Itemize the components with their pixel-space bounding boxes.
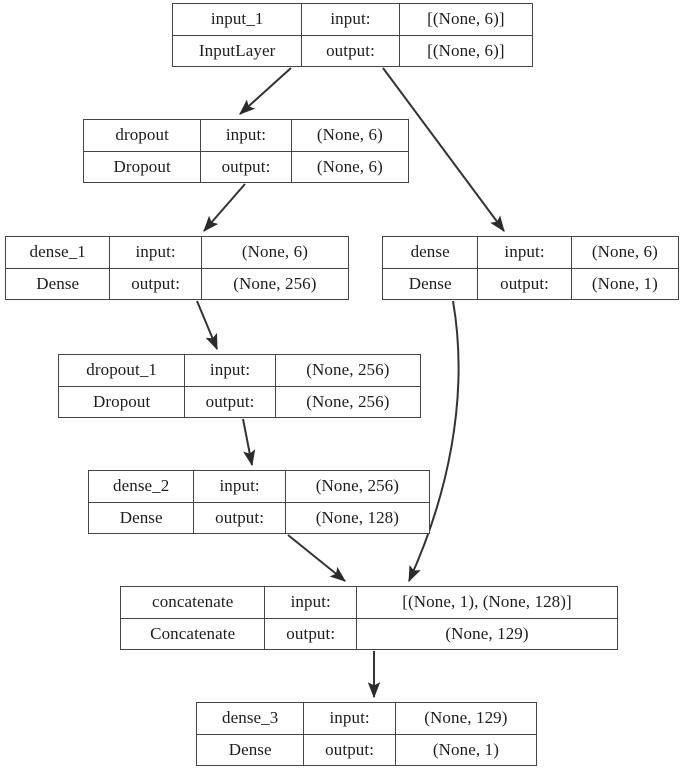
layer-class: InputLayer bbox=[173, 35, 303, 66]
layer-name: dense_3 bbox=[197, 703, 305, 734]
edge-dropout_1-to-dense_2 bbox=[242, 418, 256, 467]
input-label: input: bbox=[304, 703, 396, 734]
output-shape: (None, 129) bbox=[445, 623, 529, 643]
input-shape: (None, 129) bbox=[424, 708, 508, 728]
output-label: output: bbox=[265, 618, 358, 649]
output-shape: (None, 1) bbox=[432, 739, 499, 759]
input-shape: (None, 6) bbox=[241, 242, 308, 262]
output-shape: (None, 128) bbox=[315, 507, 400, 527]
input-label: input: bbox=[302, 4, 400, 35]
output-label: output: bbox=[185, 386, 276, 417]
layer-name: concatenate bbox=[121, 587, 266, 618]
layer-class: Concatenate bbox=[121, 618, 266, 649]
output-label: output: bbox=[302, 35, 400, 66]
input-shape: (None, 6) bbox=[316, 125, 383, 145]
output-label: output: bbox=[194, 502, 286, 533]
layer-class: Dense bbox=[89, 502, 195, 533]
edge-dense_1-to-dropout_1 bbox=[196, 300, 218, 351]
output-label: output: bbox=[110, 268, 202, 299]
output-shape: [(None, 6)] bbox=[427, 40, 505, 60]
input-shape: (None, 6) bbox=[591, 242, 658, 262]
layer-class: Dense bbox=[383, 268, 479, 299]
input-label: input: bbox=[185, 355, 276, 386]
layer-class: Dense bbox=[6, 268, 111, 299]
layer-name: dense_1 bbox=[6, 237, 111, 268]
input-shape: [(None, 1), (None, 128)] bbox=[402, 592, 572, 612]
output-shape: (None, 256) bbox=[233, 273, 317, 293]
layer-name: dropout bbox=[84, 120, 202, 151]
layer-class: Dropout bbox=[84, 151, 202, 182]
input-shape: (None, 256) bbox=[315, 476, 400, 496]
edge-dropout-to-dense_1 bbox=[203, 183, 246, 232]
output-label: output: bbox=[201, 151, 292, 182]
input-label: input: bbox=[478, 237, 572, 268]
input-label: input: bbox=[110, 237, 202, 268]
input-label: input: bbox=[265, 587, 358, 618]
input-shape: [(None, 6)] bbox=[427, 9, 505, 29]
input-label: input: bbox=[201, 120, 292, 151]
output-label: output: bbox=[304, 734, 396, 765]
edge-dense-to-concatenate bbox=[408, 300, 460, 583]
edge-input_1-to-dropout bbox=[239, 67, 292, 115]
input-shape: (None, 256) bbox=[306, 360, 390, 380]
layer-class: Dropout bbox=[59, 386, 186, 417]
output-shape: (None, 256) bbox=[306, 391, 390, 411]
layer-class: Dense bbox=[197, 734, 305, 765]
layer-name: dense bbox=[383, 237, 479, 268]
output-shape: (None, 6) bbox=[316, 156, 383, 176]
output-label: output: bbox=[478, 268, 572, 299]
edge-dense_2-to-concatenate bbox=[287, 534, 346, 582]
layer-name: input_1 bbox=[173, 4, 303, 35]
layer-name: dense_2 bbox=[89, 471, 195, 502]
output-shape: (None, 1) bbox=[591, 273, 658, 293]
layer-name: dropout_1 bbox=[59, 355, 186, 386]
input-label: input: bbox=[194, 471, 286, 502]
